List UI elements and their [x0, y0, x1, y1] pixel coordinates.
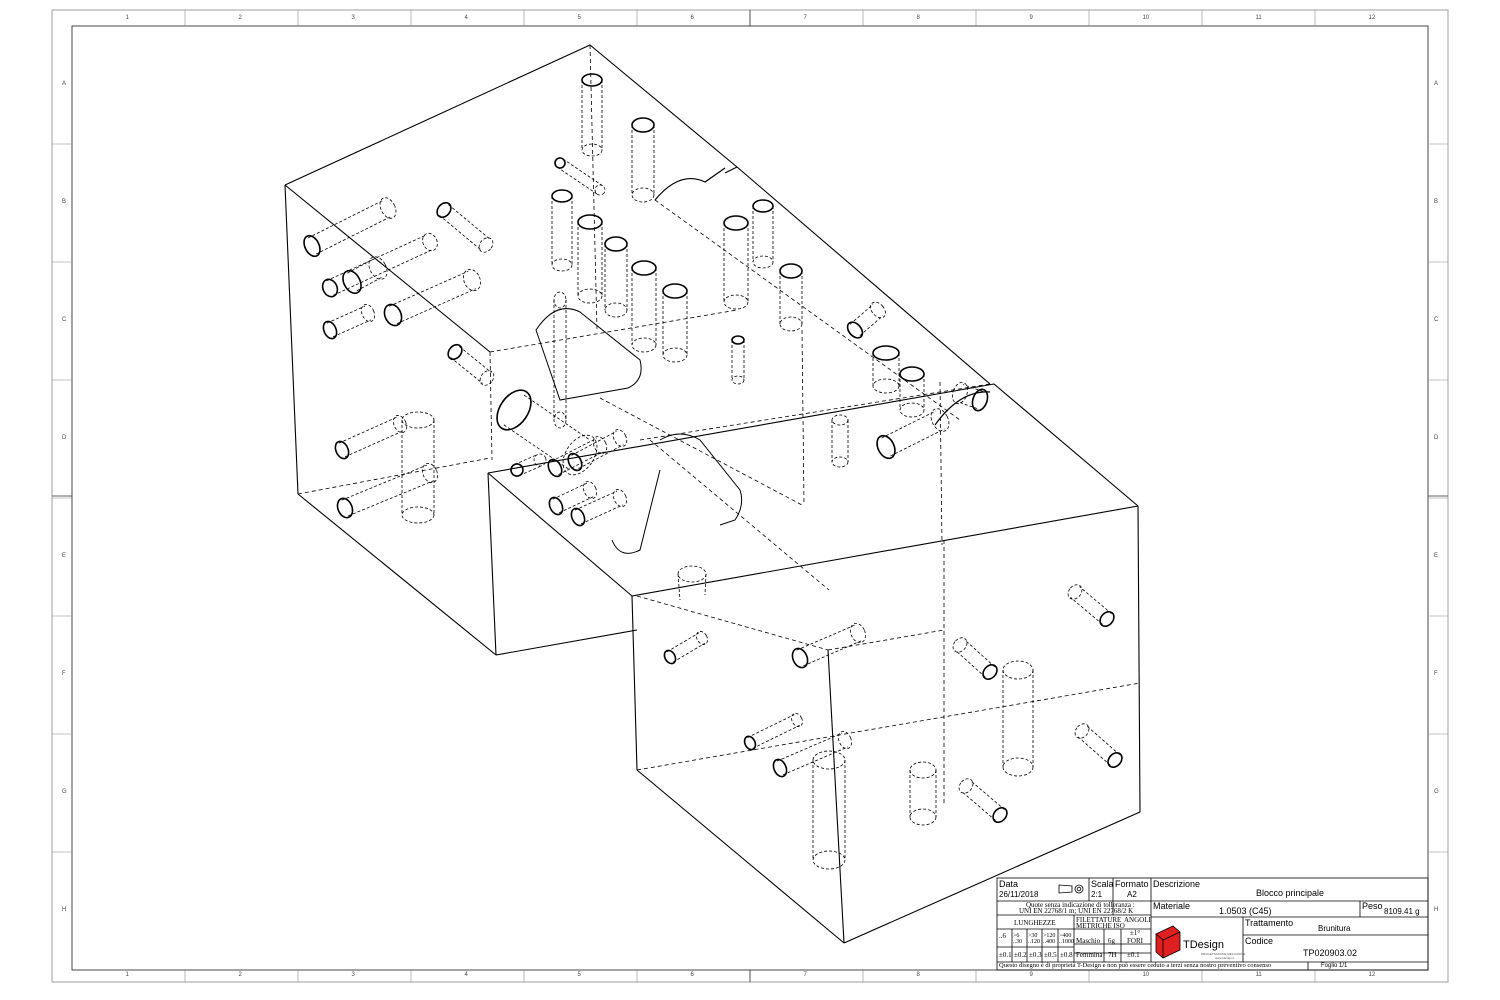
disclaimer: Questo disegno è di proprietà T-Design e… [999, 962, 1272, 969]
zone-col-top-1: 1 [125, 15, 129, 21]
metriche-iso-label: METRICHE ISO [1076, 922, 1125, 930]
len-range-1: ..6 [999, 932, 1006, 940]
len-tol-2: ±0.2 [1014, 951, 1027, 959]
zone-row-left-B: B [62, 199, 67, 205]
filettature-label: FILETTATURE [1076, 916, 1122, 924]
trattamento-value: Brunitura [1318, 924, 1351, 933]
zone-row-right-D: D [1434, 435, 1439, 441]
lower-block [487, 383, 1141, 944]
fori-value: ±0.1 [1127, 951, 1140, 959]
logo-tagline: PROGETTAZIONE MECCANICA [1201, 952, 1246, 956]
zone-row-right-C: C [1434, 317, 1439, 323]
fori-label: FORI [1127, 937, 1143, 945]
zone-col-bottom-2: 2 [238, 972, 242, 978]
maschio-label: Maschio [1076, 937, 1101, 945]
len-tol-1: ±0.1 [999, 951, 1012, 959]
maschio-value: 6g [1108, 937, 1115, 945]
zone-col-bottom-4: 4 [464, 972, 468, 978]
quote-note-2: UNI EN 22768/1 m; UNI EN 22768/2 K [1019, 907, 1134, 915]
trattamento-label: Trattamento [1245, 918, 1294, 928]
femmina-label: Femmina [1076, 951, 1103, 959]
zone-row-left-F: F [62, 671, 66, 677]
part-drawing [284, 44, 1141, 944]
zone-row-left-D: D [62, 435, 67, 441]
zone-col-bottom-6: 6 [690, 972, 694, 978]
formato-value: A2 [1127, 890, 1137, 899]
zone-row-right-A: A [1434, 81, 1439, 87]
data-label: Data [999, 879, 1019, 889]
descrizione-value: Blocco principale [1256, 888, 1325, 898]
zone-row-left-H: H [62, 907, 67, 913]
zone-row-left-E: E [62, 553, 67, 559]
zone-col-top-5: 5 [577, 15, 581, 21]
zone-col-bottom-5: 5 [577, 972, 581, 978]
angoli-value: ±1° [1130, 929, 1141, 937]
zone-ticks [52, 10, 1448, 982]
zone-col-bottom-11: 11 [1255, 972, 1262, 978]
zone-row-left-A: A [62, 81, 67, 87]
formato-label: Formato [1115, 879, 1149, 889]
peso-value: 8109.41 g [1384, 907, 1420, 916]
logo-url: www.tdesign.it [1215, 956, 1235, 960]
zone-row-left-G: G [62, 789, 67, 795]
zone-col-top-6: 6 [690, 15, 694, 21]
zone-row-right-F: F [1434, 671, 1438, 677]
len-range-5: >400 ..1000 [1059, 933, 1074, 945]
zone-col-bottom-8: 8 [916, 972, 920, 978]
inner-frame [71, 25, 1429, 971]
len-tol-4: ±0.5 [1044, 951, 1057, 959]
zone-row-right-G: G [1434, 789, 1439, 795]
zone-col-bottom-9: 9 [1029, 972, 1033, 978]
lunghezze-label: LUNGHEZZE [1014, 919, 1056, 927]
angoli-label: ANGOLI [1124, 916, 1151, 924]
zone-col-top-2: 2 [238, 15, 242, 21]
tdesign-logo-mark [1155, 925, 1181, 959]
materiale-value: 1.0503 (C45) [1219, 906, 1272, 916]
title-block-frame [996, 877, 1429, 971]
codice-label: Codice [1245, 936, 1274, 946]
zone-col-top-8: 8 [916, 15, 920, 21]
zone-row-right-E: E [1434, 553, 1439, 559]
codice-value: TP020903.02 [1303, 948, 1358, 958]
peso-label: Peso [1362, 901, 1383, 911]
foglio: Foglio 1/1 [1321, 963, 1348, 969]
zone-col-bottom-1: 1 [125, 972, 129, 978]
zone-row-right-H: H [1434, 907, 1439, 913]
zone-row-right-B: B [1434, 199, 1439, 205]
zone-col-top-9: 9 [1029, 15, 1033, 21]
len-tol-3: ±0.3 [1029, 951, 1042, 959]
zone-col-bottom-7: 7 [803, 972, 807, 978]
zone-col-bottom-12: 12 [1368, 972, 1376, 978]
descrizione-label: Descrizione [1153, 879, 1201, 889]
zone-col-bottom-3: 3 [351, 972, 355, 978]
len-range-3: >30 ..120 [1028, 933, 1040, 945]
zone-col-top-4: 4 [464, 15, 468, 21]
quote-note-1: Quote senza indicazione di tolleranza : [1026, 901, 1135, 909]
zone-col-top-11: 11 [1255, 15, 1262, 21]
zone-col-top-10: 10 [1142, 15, 1150, 21]
zone-row-left-C: C [62, 317, 67, 323]
zone-col-top-7: 7 [803, 15, 807, 21]
len-tol-5: ±0.8 [1060, 951, 1073, 959]
len-range-2: >6 ..30 [1013, 933, 1022, 945]
hidden-edges [297, 44, 1141, 805]
data-value: 26/11/2018 [999, 890, 1039, 899]
bore-holes [303, 73, 1123, 870]
scala-label: Scala [1091, 879, 1114, 889]
scala-value: 2:1 [1091, 890, 1103, 899]
zone-col-top-12: 12 [1368, 15, 1376, 21]
zone-col-bottom-10: 10 [1142, 972, 1150, 978]
femmina-value: 7H [1108, 951, 1117, 959]
len-range-4: >120 ..400 [1043, 933, 1056, 945]
logo-text: TDesign [1183, 939, 1224, 951]
materiale-label: Materiale [1153, 901, 1191, 911]
outer-frame [51, 9, 1449, 983]
centering-marks [52, 10, 1448, 982]
upper-block [284, 44, 991, 656]
zone-col-top-3: 3 [351, 15, 355, 21]
